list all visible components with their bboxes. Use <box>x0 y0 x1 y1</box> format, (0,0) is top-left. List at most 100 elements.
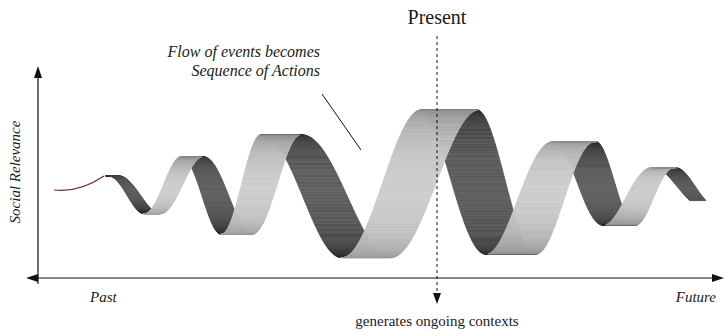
ribbon-segment <box>181 156 204 157</box>
ribbon-segment <box>668 175 688 176</box>
ribbon-segment <box>127 195 141 196</box>
ribbon-segment <box>198 183 224 185</box>
ribbon-segment <box>134 206 149 207</box>
ribbon-segment <box>630 188 657 190</box>
ribbon-segment <box>136 208 151 209</box>
ribbon-segment <box>615 216 645 218</box>
ribbon-segment <box>586 203 622 205</box>
ribbon-segment <box>546 143 590 144</box>
ribbon-segment <box>646 169 670 170</box>
ribbon-segment <box>128 196 142 197</box>
ribbon-segment <box>116 180 128 181</box>
ribbon-segment <box>175 160 197 161</box>
ribbon-segment <box>169 171 190 173</box>
ribbon-segment <box>579 188 616 189</box>
ribbon-segment <box>689 199 706 200</box>
future-label: Future <box>676 288 716 306</box>
ribbon-segment <box>645 169 669 170</box>
ribbon-segment <box>163 183 183 185</box>
ribbon-segment <box>159 194 178 196</box>
ribbon-segment <box>173 164 194 165</box>
ribbon-segment <box>172 165 193 167</box>
ribbon-segment <box>249 154 287 156</box>
ribbon-segment <box>544 145 588 146</box>
ribbon-segment <box>683 193 700 194</box>
ribbon-segment <box>177 158 199 159</box>
ribbon-segment <box>636 179 662 181</box>
ribbon-segment <box>544 145 588 146</box>
ribbon-segment <box>208 213 237 215</box>
ribbon-segment <box>233 213 267 215</box>
ribbon-segment <box>675 183 694 184</box>
ribbon-segment <box>573 170 612 172</box>
ribbon-segment <box>177 158 199 159</box>
ribbon-segment <box>202 195 229 197</box>
ribbon-segment <box>249 156 287 157</box>
ribbon-segment <box>126 193 140 194</box>
ribbon-segment <box>230 222 264 224</box>
ribbon-segment <box>156 201 174 203</box>
ribbon-segment <box>587 206 623 208</box>
ribbon-segment <box>639 175 664 176</box>
ribbon-segment <box>545 144 589 145</box>
ribbon-segment <box>499 241 548 243</box>
ribbon-segment <box>537 154 582 156</box>
ribbon-segment <box>632 186 659 188</box>
ribbon-segment <box>161 190 180 192</box>
ribbon-segment <box>193 170 218 172</box>
ribbon-segment <box>356 245 408 247</box>
ribbon-segment <box>645 169 669 170</box>
ribbon-segment <box>149 211 166 212</box>
ribbon-segment <box>127 195 141 196</box>
ribbon-segment <box>539 151 583 153</box>
ribbon-segment <box>231 219 265 221</box>
ribbon-segment <box>224 232 256 233</box>
ribbon-segment <box>173 162 194 163</box>
ribbon-segment <box>149 211 166 212</box>
ribbon-segment <box>155 201 173 203</box>
present-arrow <box>433 293 441 304</box>
ribbon-segment <box>637 178 663 180</box>
ribbon-segment <box>153 206 171 207</box>
ribbon-segment <box>555 141 597 142</box>
ribbon-segment <box>672 180 691 181</box>
ribbon-segment <box>252 146 291 148</box>
ribbon-segment <box>500 239 549 241</box>
ribbon-segment <box>122 187 135 188</box>
ribbon-segment <box>500 240 549 242</box>
ribbon-segment <box>227 228 260 230</box>
ribbon-segment <box>644 170 668 171</box>
ribbon-segment <box>161 189 180 191</box>
ribbon-segment <box>350 252 401 254</box>
ribbon-segment <box>158 196 177 198</box>
ribbon-segment <box>172 165 193 167</box>
ribbon-segment <box>123 188 136 189</box>
ribbon-segment <box>207 211 235 213</box>
ribbon-segment <box>635 181 661 183</box>
ribbon-segment <box>625 199 653 201</box>
ribbon-segment <box>633 184 660 186</box>
ribbon-segment <box>639 175 665 176</box>
ribbon-segment <box>128 196 142 197</box>
ribbon-segment <box>572 167 611 169</box>
ribbon-segment <box>252 147 290 149</box>
ribbon-segment <box>409 118 466 120</box>
ribbon-segment <box>617 213 647 215</box>
ribbon-segment <box>581 193 618 195</box>
ribbon-segment <box>162 187 181 189</box>
ribbon-segment <box>686 196 703 197</box>
ribbon-segment <box>676 184 695 185</box>
ribbon-segment <box>159 194 178 196</box>
ribbon-segment <box>625 197 653 199</box>
ribbon-segment <box>687 197 704 198</box>
ribbon-segment <box>203 199 231 201</box>
ribbon-segment <box>687 197 704 198</box>
ribbon-segment <box>159 193 178 195</box>
ribbon-segment <box>498 242 547 244</box>
ribbon-segment <box>202 196 229 198</box>
ribbon-segment <box>495 248 545 250</box>
ribbon-segment <box>133 204 148 205</box>
ribbon-segment <box>203 200 231 202</box>
ribbon-segment <box>535 157 580 159</box>
